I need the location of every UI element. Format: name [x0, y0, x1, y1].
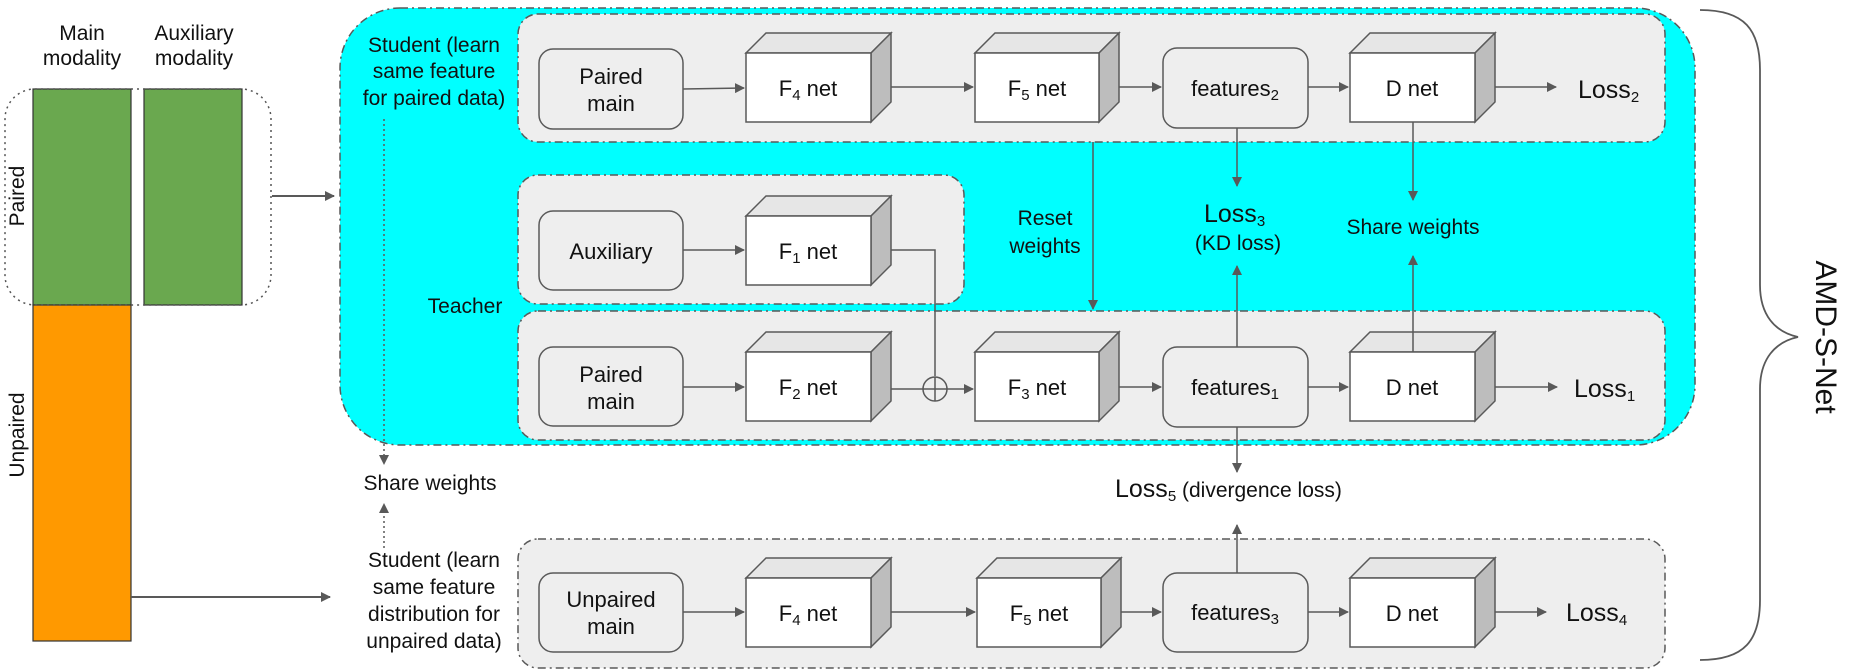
student-paired-label-line1: Student (learn: [368, 34, 500, 57]
row4-f-second-label: F5 net: [1010, 601, 1069, 629]
teacher-input-label: Auxiliary: [569, 239, 652, 264]
main-modality-label-line1: Main: [59, 22, 105, 45]
unpaired-main-block: [32, 304, 132, 642]
paired-label: Paired: [6, 166, 29, 227]
loss2-label: Loss2: [1578, 76, 1639, 106]
f1-net-cube: [744, 194, 893, 287]
row3-d-net-cube: [1348, 330, 1497, 423]
student-paired-label-line3: for paired data): [363, 87, 505, 110]
row1-f-second-label: F5 net: [1008, 76, 1067, 104]
loss4-label: Loss4: [1566, 599, 1627, 629]
auxiliary-modality-label-line1: Auxiliary: [154, 22, 234, 45]
share-weights-right-label: Share weights: [1346, 216, 1479, 239]
f3-net-cube: [973, 330, 1121, 423]
row1-f5-net-cube: [973, 31, 1121, 124]
row1-features-node: [1162, 47, 1309, 129]
share-weights-left-label: Share weights: [363, 472, 496, 495]
paired-auxiliary-block: [143, 88, 243, 306]
student-unpaired-label-line3: distribution for: [368, 603, 500, 626]
auxiliary-modality-label-line2: modality: [155, 47, 234, 70]
f2-net-cube: [744, 330, 893, 423]
row1-f4-net-cube: [744, 31, 893, 124]
row1-features-label: features2: [1191, 76, 1279, 104]
student-unpaired-label-line1: Student (learn: [368, 549, 500, 572]
row4-input-label-line1: Unpaired: [566, 587, 655, 612]
amd-s-net-label: AMD-S-Net: [1809, 260, 1842, 414]
amd-s-net-brace: [1699, 9, 1799, 661]
row3-f-first-label: F2 net: [779, 375, 838, 403]
row3-input-label-line1: Paired: [579, 362, 643, 387]
paired-data-outline: [4, 88, 272, 306]
row3-features-label: features1: [1191, 375, 1279, 403]
fusion-node: [922, 376, 948, 402]
reset-weights-label-line1: Reset: [1018, 207, 1073, 230]
row1-input-label-line1: Paired: [579, 64, 643, 89]
unpaired-label: Unpaired: [6, 392, 29, 477]
student-unpaired-label-line4: unpaired data): [366, 630, 501, 653]
loss1-label: Loss1: [1574, 375, 1635, 405]
row4-d-net-label: D net: [1386, 601, 1439, 626]
loss3-label: Loss3: [1204, 200, 1265, 230]
row4-f4-net-cube: [744, 556, 893, 649]
reset-weights-label-line2: weights: [1008, 235, 1080, 258]
kd-loss-note: (KD loss): [1195, 232, 1281, 255]
row4-input-label-line2: main: [587, 614, 635, 639]
row1-input-label-line2: main: [587, 91, 635, 116]
teacher-label: Teacher: [428, 295, 503, 318]
row3-d-net-label: D net: [1386, 375, 1439, 400]
row4-f5-net-cube: [975, 556, 1123, 649]
row1-d-net-cube: [1348, 31, 1497, 124]
row3-f-second-label: F3 net: [1008, 375, 1067, 403]
row1-arrow-1: [682, 83, 745, 94]
row4-d-net-cube: [1348, 556, 1497, 649]
row4-features-label: features3: [1191, 600, 1279, 628]
modality-legend: Main modality Auxiliary modality Paired …: [4, 22, 272, 642]
paired-main-block: [32, 88, 132, 306]
student-paired-label-line2: same feature: [373, 60, 496, 83]
teacher-to-fusion-line: [891, 249, 936, 376]
f1-net-label: F1 net: [779, 239, 838, 267]
row1-f-first-label: F4 net: [779, 76, 838, 104]
loss5-label: Loss5 (divergence loss): [1115, 475, 1342, 505]
student-unpaired-label-line2: same feature: [373, 576, 496, 599]
row3-input-label-line2: main: [587, 389, 635, 414]
unpaired-main-node: [538, 572, 684, 653]
row4-f-first-label: F4 net: [779, 601, 838, 629]
row1-d-net-label: D net: [1386, 76, 1439, 101]
row1-paired-main-node: [538, 48, 684, 130]
main-modality-label-line2: modality: [43, 47, 122, 70]
